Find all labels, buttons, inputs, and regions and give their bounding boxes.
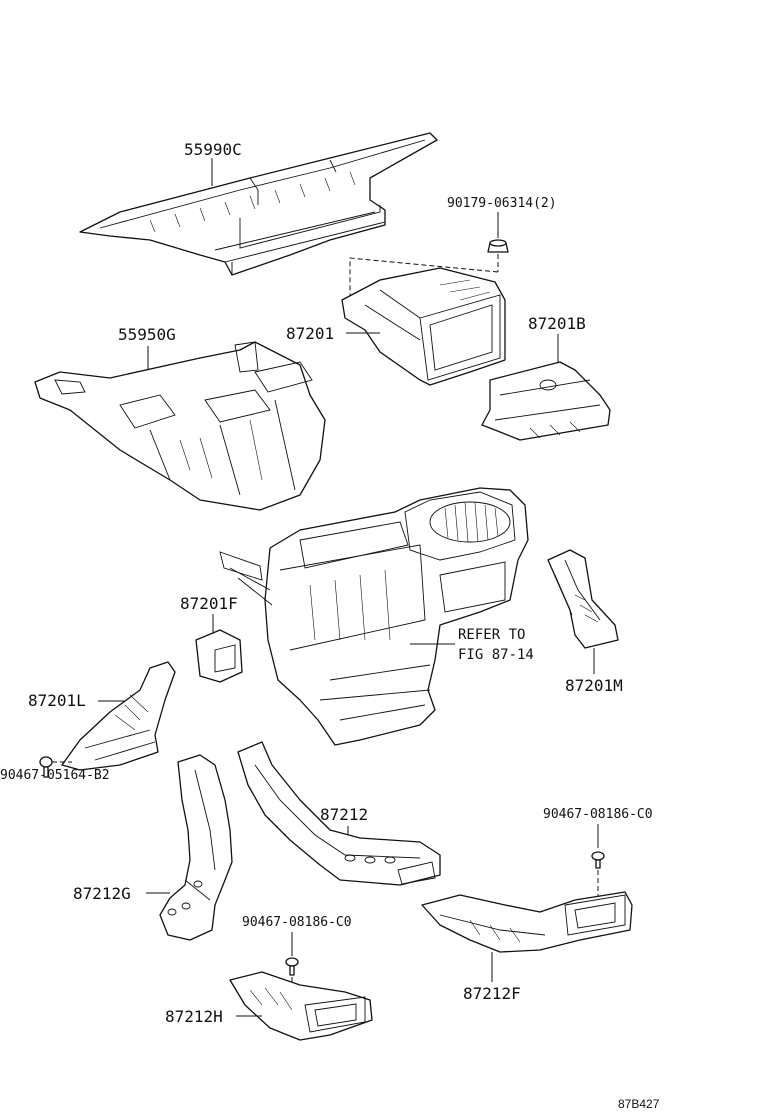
part-87201-air-duct[interactable]	[341, 267, 506, 386]
part-55950g-register-duct[interactable]	[34, 341, 326, 511]
part-87201m-air-duct[interactable]	[547, 549, 619, 649]
label-90467-08186-c0-mid: 90467-08186-C0	[242, 915, 352, 930]
part-87201l-air-duct[interactable]	[61, 661, 176, 771]
label-55990c: 55990C	[184, 140, 242, 159]
label-90179-06314: 90179-06314(2)	[447, 196, 557, 211]
label-87212: 87212	[320, 805, 368, 824]
label-87212h: 87212H	[165, 1007, 223, 1026]
part-90179-nut-icon[interactable]	[487, 239, 509, 253]
part-87201f-air-duct[interactable]	[195, 629, 243, 683]
diagram-code: 87B427	[618, 1097, 660, 1111]
heater-blower-unit-assembly[interactable]	[219, 487, 529, 746]
part-55990c-defroster-nozzle[interactable]	[79, 132, 438, 276]
part-90467-08186-c0-clip-right-icon[interactable]	[591, 851, 605, 869]
part-87212-floor-duct[interactable]	[237, 741, 441, 886]
label-55950g: 55950G	[118, 325, 176, 344]
part-87212h-floor-duct[interactable]	[229, 971, 373, 1041]
part-87212f-floor-duct[interactable]	[421, 891, 633, 953]
label-87201b: 87201B	[528, 314, 586, 333]
label-fig-87-14: FIG 87-14	[458, 647, 534, 663]
dashed-line-nut-to-87201	[349, 254, 499, 298]
label-87212g: 87212G	[73, 884, 131, 903]
label-87201l: 87201L	[28, 691, 86, 710]
label-refer-to: REFER TO	[458, 627, 525, 643]
part-90467-05164-b2-clip-icon[interactable]	[39, 756, 53, 778]
label-87212f: 87212F	[463, 984, 521, 1003]
label-87201: 87201	[286, 324, 334, 343]
part-87201b-air-duct[interactable]	[481, 361, 611, 441]
label-87201m: 87201M	[565, 676, 623, 695]
label-90467-05164-b2: 90467-05164-B2	[0, 768, 110, 783]
label-87201f: 87201F	[180, 594, 238, 613]
label-90467-08186-c0-right: 90467-08186-C0	[543, 807, 653, 822]
part-90467-08186-c0-clip-mid-icon[interactable]	[285, 957, 299, 976]
part-87212g-floor-duct[interactable]	[159, 754, 233, 941]
